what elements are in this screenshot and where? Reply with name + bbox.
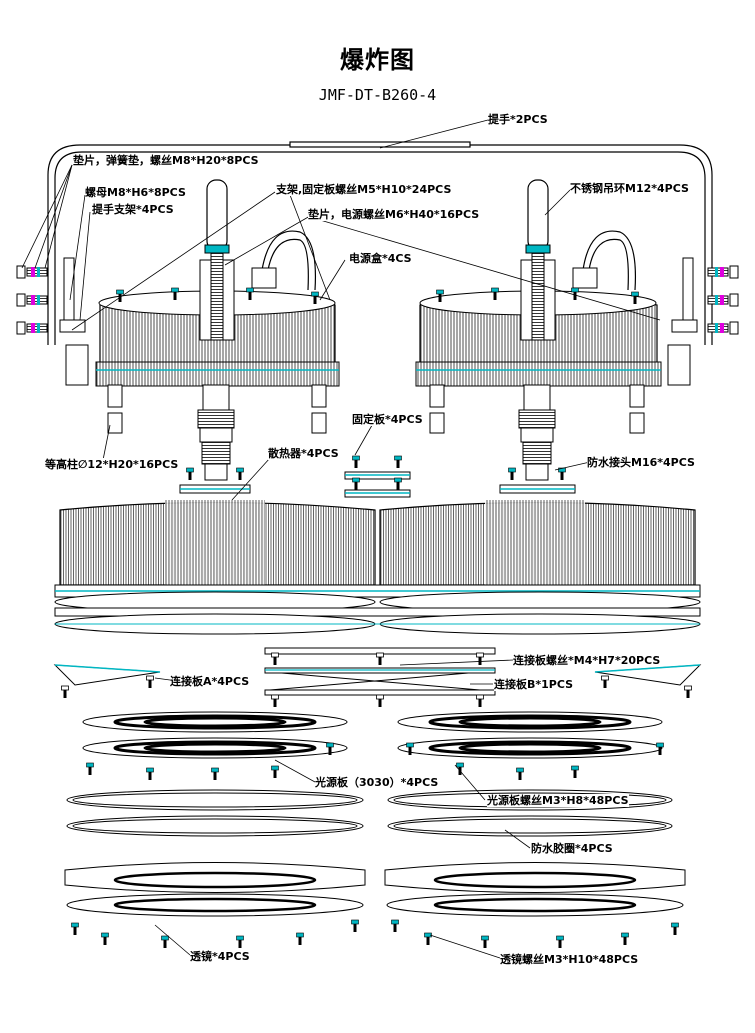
model-number: JMF-DT-B260-4	[318, 86, 437, 104]
label-fix-plate: 固定板*4PCS	[352, 413, 423, 426]
label-conn-screw: 连接板螺丝*M4*H7*20PCS	[513, 654, 661, 667]
psu-right	[415, 179, 662, 434]
label-psu-screw: 垫片，电源螺丝M6*H40*16PCS	[308, 208, 480, 221]
lenses	[64, 862, 686, 949]
label-psu-box: 电源盒*4CS	[349, 252, 412, 265]
label-light-board: 光源板（3030）*4PCS	[315, 776, 439, 789]
fixing-plate	[344, 455, 411, 498]
label-heatsink: 散热器*4PCS	[268, 447, 339, 460]
label-handle: 提手*2PCS	[488, 113, 548, 126]
label-gasket: 防水胶圈*4PCS	[531, 842, 613, 855]
gaskets	[66, 789, 673, 837]
label-nut: 螺母M8*H6*8PCS	[85, 186, 186, 199]
connection-plates	[53, 647, 702, 708]
label-plate-b: 连接板B*1PCS	[494, 678, 574, 691]
label-handle-bracket: 提手支架*4PCS	[92, 203, 174, 216]
connector-left	[179, 384, 251, 494]
label-washer-screw: 垫片，弹簧垫，螺丝M8*H20*8PCS	[73, 154, 259, 167]
label-connector: 防水接头M16*4PCS	[587, 456, 695, 469]
handle-bar	[47, 141, 713, 345]
label-lens: 透镜*4PCS	[190, 950, 250, 963]
label-ring: 不锈钢吊环M12*4PCS	[570, 182, 689, 195]
psu-left	[95, 179, 340, 434]
leader-lines	[21, 119, 661, 959]
right-bracket-hardware	[667, 257, 739, 386]
page-title: 爆炸图	[340, 46, 415, 74]
label-bracket-screw: 支架,固定板螺丝M5*H10*24PCS	[276, 183, 452, 196]
left-bracket-hardware	[16, 257, 89, 386]
label-spacer: 等高柱∅12*H20*16PCS	[45, 458, 179, 471]
connector-right	[499, 384, 576, 494]
heatsinks	[54, 500, 701, 635]
label-board-screw: 光源板螺丝M3*H8*48PCS	[487, 794, 629, 807]
label-plate-a: 连接板A*4PCS	[170, 675, 250, 688]
light-boards	[82, 711, 664, 781]
label-lens-screw: 透镜螺丝M3*H10*48PCS	[500, 953, 639, 966]
